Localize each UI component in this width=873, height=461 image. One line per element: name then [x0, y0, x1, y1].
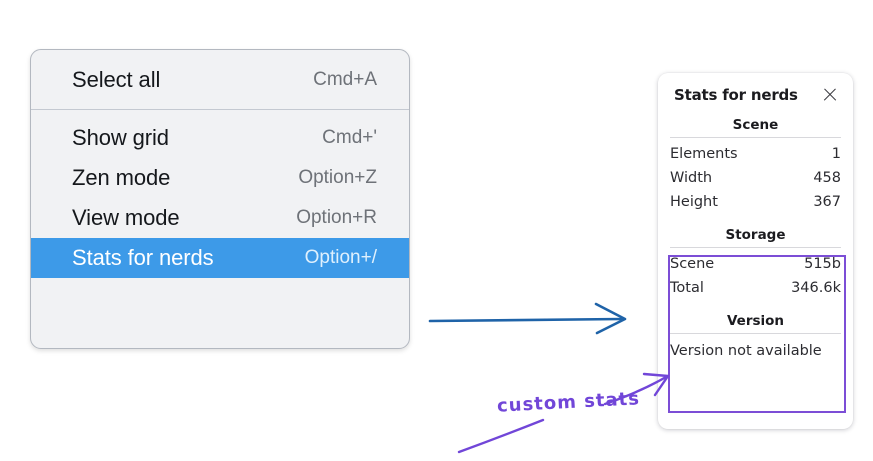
- menu-item-stats-for-nerds[interactable]: Stats for nerds Option+/: [31, 238, 409, 278]
- stat-value: 367: [813, 194, 841, 210]
- menu-item-label: View mode: [72, 205, 180, 230]
- menu-item-zen-mode[interactable]: Zen mode Option+Z: [31, 158, 409, 198]
- version-section-heading: Version: [726, 313, 785, 329]
- stat-row-elements: Elements 1: [668, 142, 843, 166]
- storage-divider: [670, 247, 841, 248]
- menu-item-view-mode[interactable]: View mode Option+R: [31, 198, 409, 238]
- stats-for-nerds-panel: Stats for nerds Scene Elements 1 Width 4…: [658, 73, 853, 429]
- menu-item-label: Select all: [72, 67, 161, 92]
- stat-row-width: Width 458: [668, 166, 843, 190]
- stat-value: 458: [813, 170, 841, 186]
- stat-key: Height: [670, 194, 718, 210]
- menu-item-label: Zen mode: [72, 165, 171, 190]
- context-menu: Select all Cmd+A Show grid Cmd+' Zen mod…: [30, 49, 410, 349]
- menu-item-select-all[interactable]: Select all Cmd+A: [31, 60, 409, 100]
- purple-underline-stroke: [457, 418, 545, 454]
- scene-section-heading: Scene: [732, 117, 779, 133]
- version-divider: [670, 333, 841, 334]
- annotation-custom-stats-label: custom stats: [496, 388, 641, 417]
- stats-panel-header: Stats for nerds: [658, 73, 853, 104]
- stat-value: 515b: [804, 256, 841, 272]
- version-text: Version not available: [670, 343, 822, 359]
- menu-item-label: Show grid: [72, 125, 169, 150]
- close-icon[interactable]: [821, 86, 839, 104]
- menu-item-shortcut: Option+/: [304, 247, 377, 268]
- storage-section-heading: Storage: [725, 227, 786, 243]
- menu-item-label: Stats for nerds: [72, 245, 214, 270]
- stat-row-storage-scene: Scene 515b: [668, 252, 843, 276]
- stat-key: Elements: [670, 146, 738, 162]
- menu-item-show-grid[interactable]: Show grid Cmd+': [31, 118, 409, 158]
- blue-arrow-menu-to-panel: [428, 302, 627, 335]
- menu-group-2: Show grid Cmd+' Zen mode Option+Z View m…: [31, 110, 409, 286]
- menu-item-shortcut: Cmd+': [322, 127, 377, 148]
- stats-panel-body: Scene Elements 1 Width 458 Height 367 St…: [658, 104, 853, 364]
- stat-row-storage-total: Total 346.6k: [668, 276, 843, 300]
- stat-key: Width: [670, 170, 713, 186]
- menu-item-shortcut: Option+Z: [298, 167, 377, 188]
- custom-stats-highlight-group: Storage Scene 515b Total 346.6k Version …: [668, 214, 843, 364]
- stat-value: 1: [831, 146, 841, 162]
- stat-key: Scene: [670, 256, 715, 272]
- stat-key: Total: [670, 280, 704, 296]
- menu-group-1: Select all Cmd+A: [31, 50, 409, 109]
- stats-panel-title: Stats for nerds: [674, 86, 798, 104]
- scene-divider: [670, 137, 841, 138]
- menu-item-shortcut: Option+R: [296, 207, 377, 228]
- menu-separator: [31, 109, 409, 110]
- menu-item-shortcut: Cmd+A: [313, 69, 377, 90]
- stat-value: 346.6k: [791, 280, 841, 296]
- stat-row-height: Height 367: [668, 190, 843, 214]
